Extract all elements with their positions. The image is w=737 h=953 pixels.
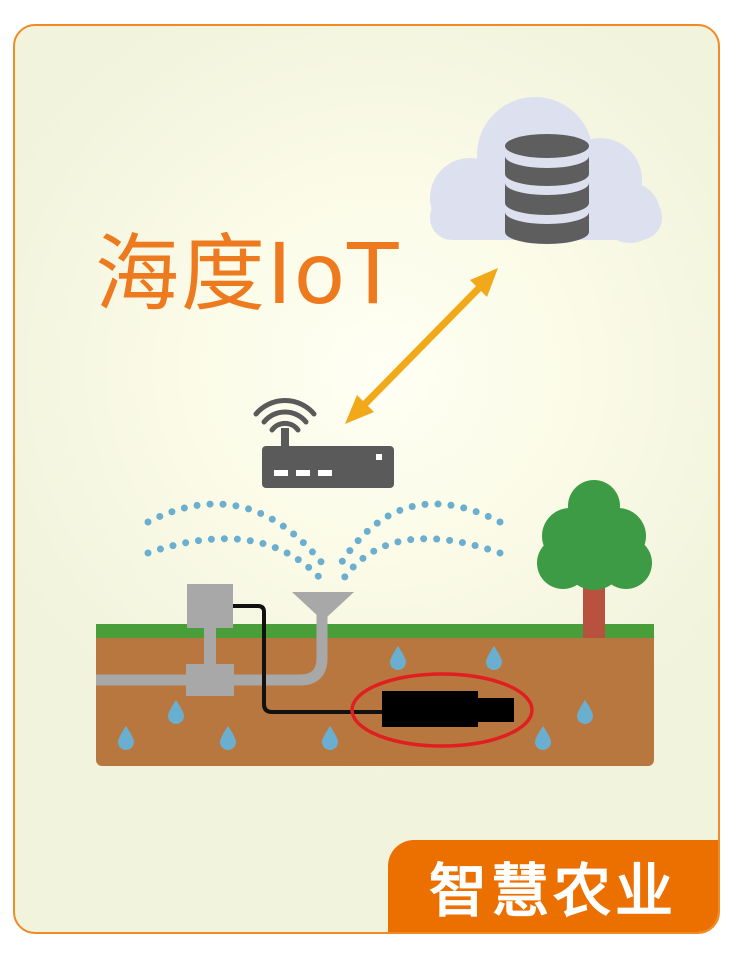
category-badge: 智慧农业 <box>388 840 718 932</box>
tree-icon <box>537 480 652 638</box>
category-label: 智慧农业 <box>428 857 677 925</box>
sensor-probe-icon <box>382 691 514 727</box>
sensor-highlight-ring <box>350 672 534 748</box>
cloud-database-icon <box>430 97 662 244</box>
soil-ground <box>96 624 654 766</box>
brand-title: 海度IoT <box>95 225 401 323</box>
sensor-cable <box>233 604 382 714</box>
sprinkler-icon <box>292 592 354 618</box>
wifi-router-icon <box>253 398 394 488</box>
water-droplets <box>118 646 593 750</box>
water-spray <box>144 500 504 582</box>
double-arrow-icon <box>345 268 498 424</box>
valve-controller-icon <box>186 584 234 696</box>
